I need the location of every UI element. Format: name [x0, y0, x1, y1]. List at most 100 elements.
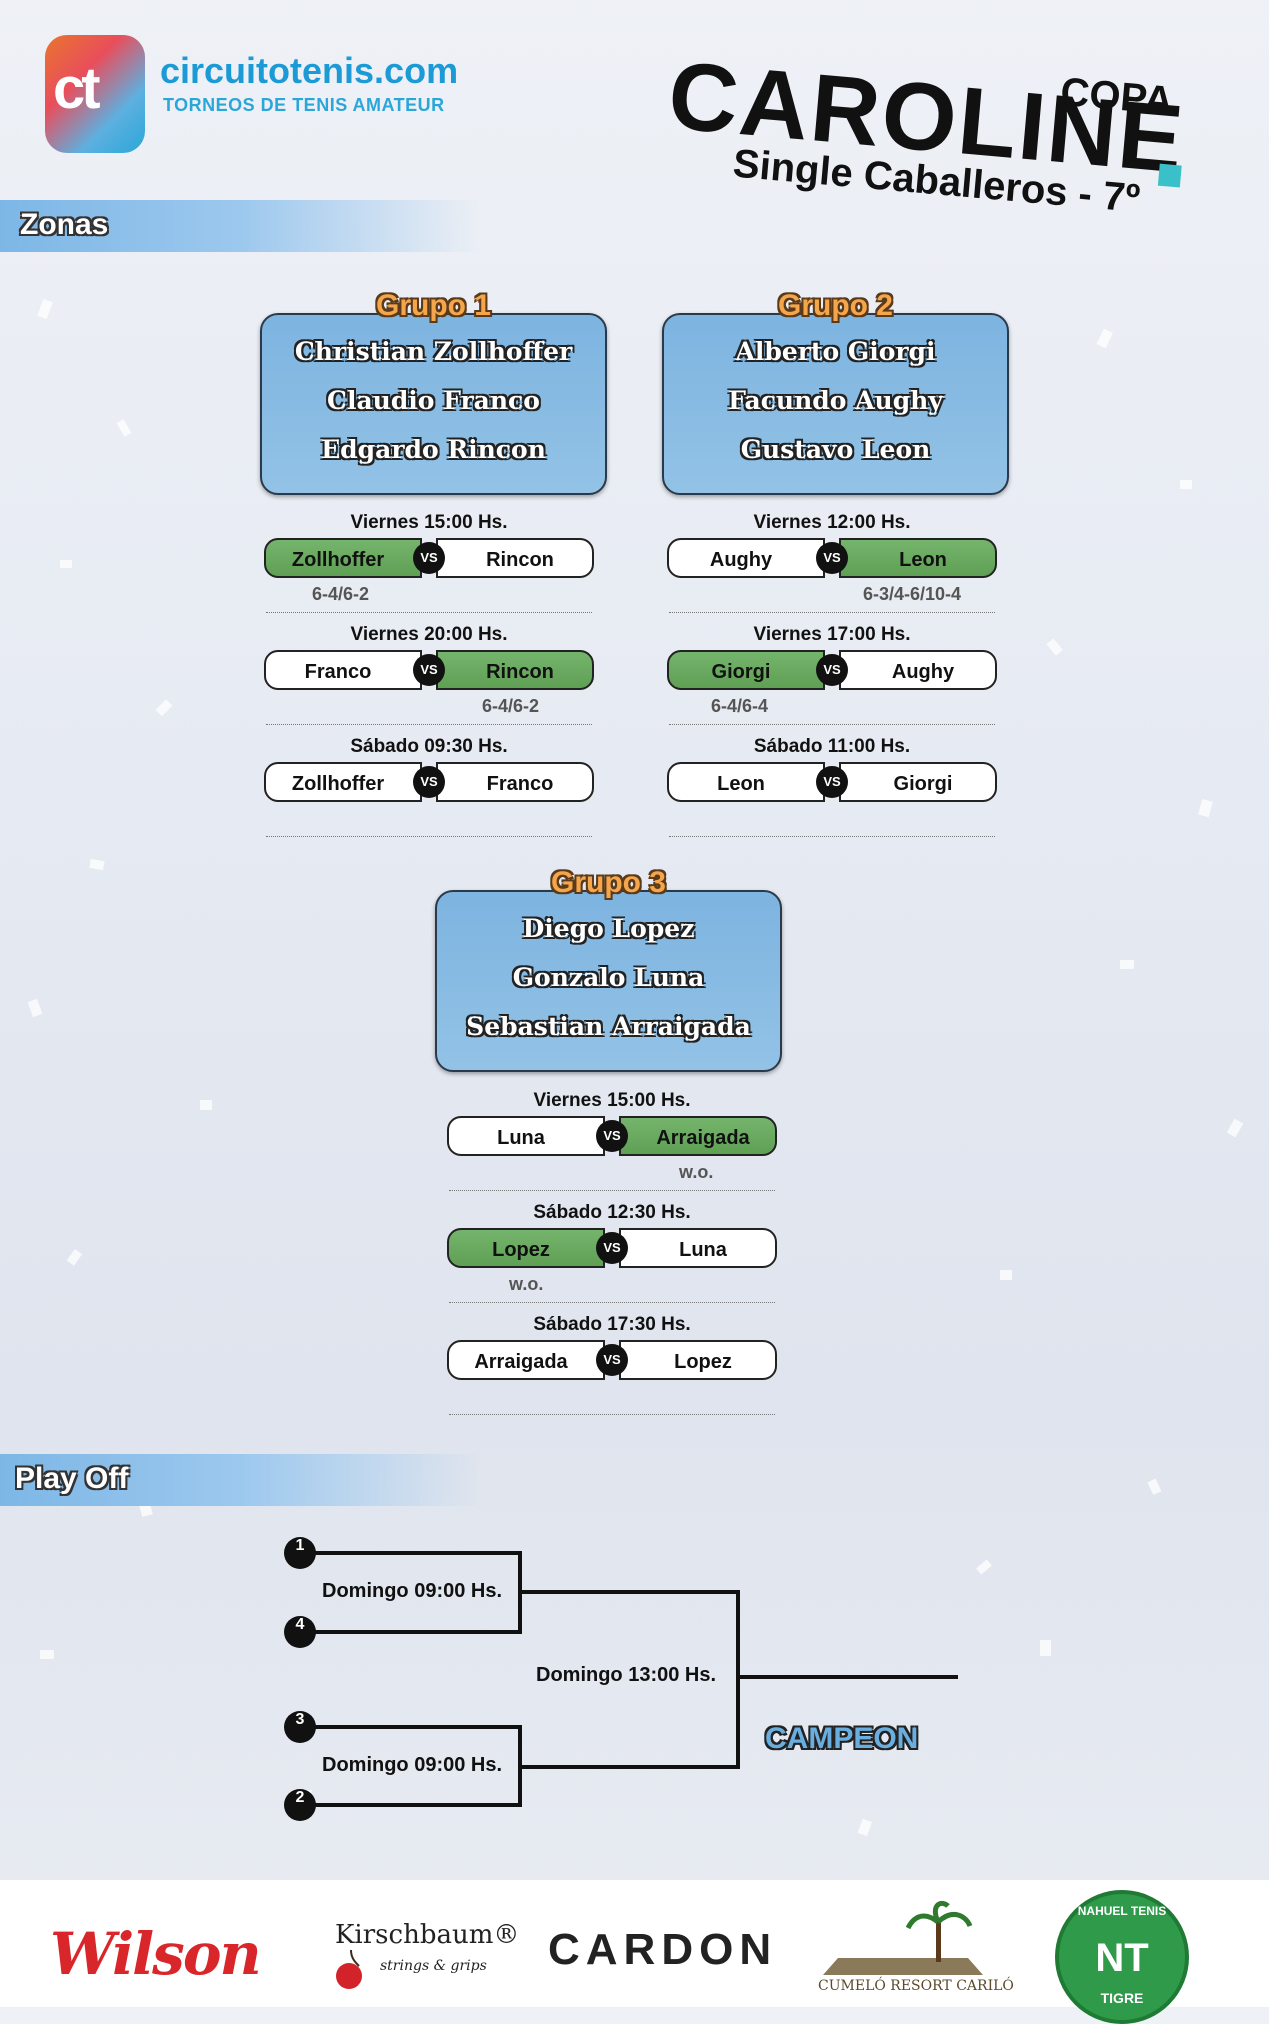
group-3-box: Grupo 3 Diego Lopez Gonzalo Luna Sebasti…	[435, 866, 782, 1072]
match-g2-3: Sábado 11:00 Hs. Leon VS Giorgi	[667, 736, 997, 846]
match-player-left: Giorgi	[667, 650, 825, 690]
group-3-player-3: Sebastian Arraigada	[466, 1012, 751, 1041]
match-divider	[266, 836, 592, 837]
group-1-player-2: Claudio Franco	[327, 386, 540, 415]
group-1-player-1: Christian Zollhoffer	[294, 337, 573, 366]
match-time: Viernes 17:00 Hs.	[753, 624, 911, 645]
semifinal-2-time: Domingo 09:00 Hs.	[322, 1754, 503, 1776]
group-3-label: Grupo 3	[550, 866, 666, 899]
vs-badge: VS	[413, 542, 445, 574]
match-g2-2: Viernes 17:00 Hs. Giorgi VS Aughy 6-4/6-…	[667, 624, 997, 734]
match-player-right: Lopez	[619, 1340, 777, 1380]
cherry-icon	[336, 1949, 362, 1989]
match-g1-3: Sábado 09:30 Hs. Zollhoffer VS Franco	[264, 736, 594, 846]
match-player-right: Aughy	[839, 650, 997, 690]
bracket-line	[738, 1675, 958, 1679]
match-player-right: Arraigada	[619, 1116, 777, 1156]
logo-mark-text: ct	[53, 56, 101, 121]
match-player-right: Giorgi	[839, 762, 997, 802]
vs-badge: VS	[413, 654, 445, 686]
match-player-left: Franco	[264, 650, 422, 690]
match-time: Viernes 12:00 Hs.	[753, 512, 911, 533]
cumelo-logo: CUMELÓ RESORT CARILÓ	[818, 1978, 1014, 1994]
zonas-section-bar: Zonas	[0, 200, 480, 252]
seed-1: 1	[284, 1537, 316, 1569]
final-time: Domingo 13:00 Hs.	[536, 1664, 717, 1686]
match-score: 6-4/6-4	[711, 696, 769, 716]
site-name: circuitotenis.com	[160, 50, 459, 91]
zonas-title: Zonas	[20, 208, 109, 241]
group-2-player-2: Facundo Aughy	[728, 386, 943, 415]
match-player-right: Luna	[619, 1228, 777, 1268]
match-score: 6-3/4-6/10-4	[863, 584, 962, 604]
bracket-line	[736, 1590, 740, 1769]
match-player-right: Rincon	[436, 538, 594, 578]
champion-label: CAMPEON	[765, 1722, 919, 1755]
kirschbaum-logo: Kirschbaum®	[335, 1920, 520, 1950]
vs-badge: VS	[413, 766, 445, 798]
vs-badge: VS	[816, 654, 848, 686]
bracket-line	[300, 1803, 520, 1807]
group-3-player-2: Gonzalo Luna	[512, 963, 705, 992]
match-player-left: Arraigada	[447, 1340, 605, 1380]
circuitotenis-logo: ct	[45, 35, 145, 153]
match-divider	[449, 1190, 775, 1191]
seed-3: 3	[284, 1711, 316, 1743]
group-1-player-3: Edgardo Rincon	[321, 435, 546, 464]
match-g1-1: Viernes 15:00 Hs. Zollhoffer VS Rincon 6…	[264, 512, 594, 622]
match-score: w.o.	[509, 1274, 544, 1294]
palm-tree-icon	[823, 1900, 983, 1975]
match-time: Sábado 12:30 Hs.	[533, 1202, 691, 1223]
match-player-left: Zollhoffer	[264, 762, 422, 802]
group-2-player-1: Alberto Giorgi	[735, 337, 936, 366]
playoff-section-bar: Play Off	[0, 1454, 480, 1506]
match-player-left: Leon	[667, 762, 825, 802]
vs-badge: VS	[816, 766, 848, 798]
match-g3-2: Sábado 12:30 Hs. Lopez VS Luna w.o.	[447, 1202, 777, 1312]
nahuel-tenis-city: TIGRE	[1100, 1990, 1144, 2006]
match-g1-2: Viernes 20:00 Hs. Franco VS Rincon 6-4/6…	[264, 624, 594, 734]
vs-badge: VS	[596, 1344, 628, 1376]
nahuel-tenis-name: NAHUEL TENIS	[1077, 1904, 1167, 1918]
sponsors-bar: Wilson Kirschbaum® strings & grips CARDO…	[0, 1880, 1269, 2024]
seed-2: 2	[284, 1789, 316, 1821]
site-tagline: TORNEOS DE TENIS AMATEUR	[163, 95, 445, 115]
seed-4: 4	[284, 1616, 316, 1648]
bracket-line	[520, 1590, 740, 1594]
match-divider	[669, 724, 995, 725]
vs-badge: VS	[596, 1232, 628, 1264]
group-2-label: Grupo 2	[777, 289, 893, 322]
match-divider	[449, 1414, 775, 1415]
brand-dot	[1157, 163, 1182, 188]
match-time: Sábado 09:30 Hs.	[350, 736, 508, 757]
group-3-player-1: Diego Lopez	[522, 914, 695, 943]
match-player-left: Lopez	[447, 1228, 605, 1268]
match-g3-3: Sábado 17:30 Hs. Arraigada VS Lopez	[447, 1314, 777, 1424]
match-player-left: Aughy	[667, 538, 825, 578]
match-player-right: Rincon	[436, 650, 594, 690]
playoff-title: Play Off	[15, 1462, 129, 1495]
match-divider	[266, 724, 592, 725]
wilson-logo: Wilson	[50, 1920, 262, 1988]
kirschbaum-tagline: strings & grips	[380, 1958, 487, 1974]
semifinal-1-time: Domingo 09:00 Hs.	[322, 1580, 503, 1602]
match-score: 6-4/6-2	[312, 584, 370, 604]
bracket-line	[520, 1765, 740, 1769]
group-1-box: Grupo 1 Christian Zollhoffer Claudio Fra…	[260, 289, 607, 495]
nahuel-tenis-logo: NAHUEL TENIS NT TIGRE	[1055, 1890, 1189, 2024]
match-g3-1: Viernes 15:00 Hs. Luna VS Arraigada w.o.	[447, 1090, 777, 1200]
match-player-left: Luna	[447, 1116, 605, 1156]
match-divider	[669, 836, 995, 837]
match-time: Viernes 20:00 Hs.	[350, 624, 508, 645]
match-player-right: Leon	[839, 538, 997, 578]
match-divider	[669, 612, 995, 613]
group-1-label: Grupo 1	[375, 289, 491, 322]
match-time: Sábado 11:00 Hs.	[753, 736, 911, 757]
group-2-box: Grupo 2 Alberto Giorgi Facundo Aughy Gus…	[662, 289, 1009, 495]
tournament-title: COPA CAROLINE Single Caballeros - 7º	[648, 25, 1222, 263]
vs-badge: VS	[596, 1120, 628, 1152]
match-player-right: Franco	[436, 762, 594, 802]
match-time: Sábado 17:30 Hs.	[533, 1314, 691, 1335]
bracket-line	[300, 1551, 520, 1555]
match-divider	[266, 612, 592, 613]
